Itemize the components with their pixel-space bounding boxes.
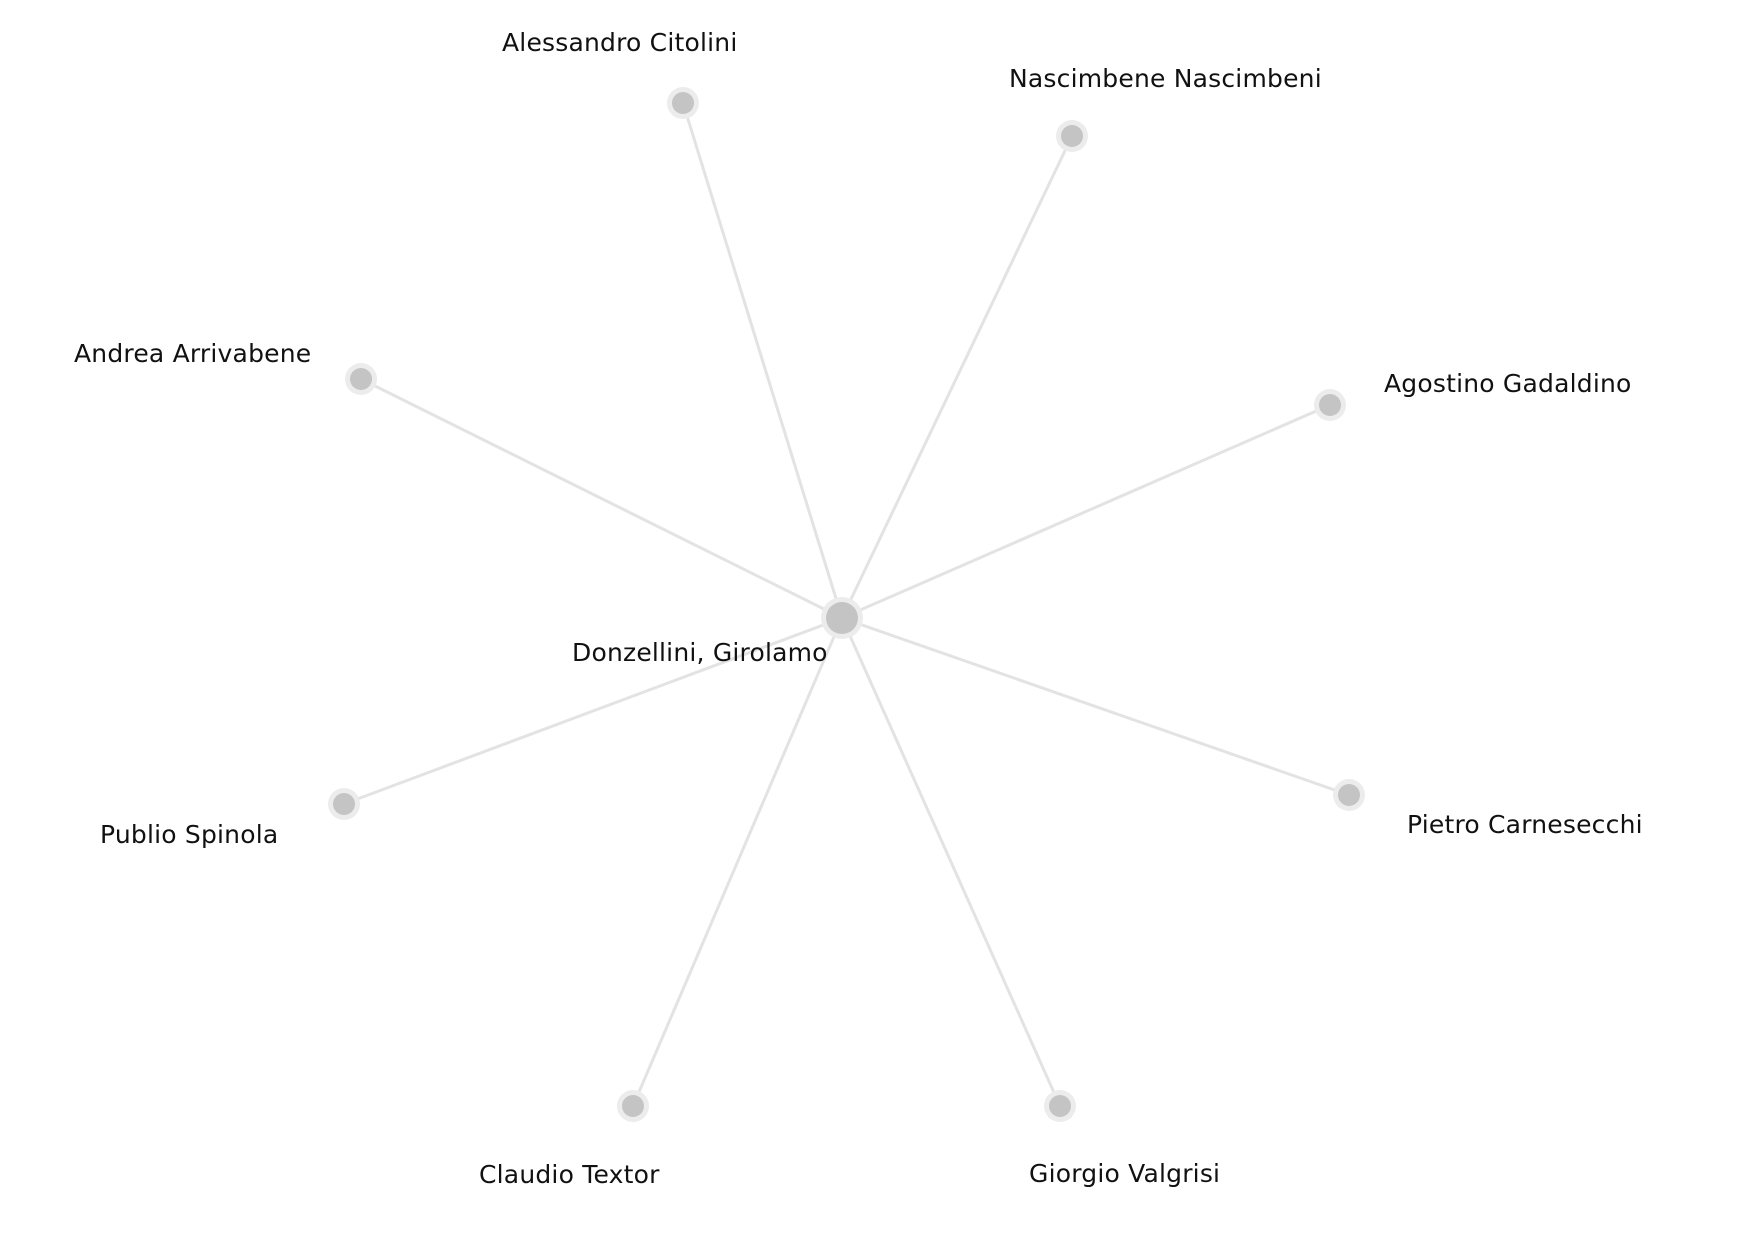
edge-donzellini-textor — [631, 617, 844, 1107]
node-dot — [622, 1095, 644, 1117]
node-dot — [333, 793, 355, 815]
edge-donzellini-gadaldino — [841, 403, 1331, 620]
edge-donzellini-citolini — [681, 102, 844, 619]
node-label-arrivabene: Andrea Arrivabene — [74, 339, 312, 368]
node-dot — [1061, 125, 1083, 147]
edge-donzellini-spinola — [343, 616, 843, 806]
node-label-valgrisi: Giorgio Valgrisi — [1029, 1159, 1221, 1188]
node-dot — [1338, 784, 1360, 806]
node-label-textor: Claudio Textor — [479, 1160, 660, 1189]
node-dot — [672, 92, 694, 114]
node-arrivabene[interactable] — [345, 363, 377, 395]
edge-donzellini-arrivabene — [360, 377, 843, 620]
edges-layer — [343, 102, 1350, 1107]
center-node-label: Donzellini, Girolamo — [572, 638, 828, 667]
node-label-spinola: Publio Spinola — [100, 820, 279, 849]
node-citolini[interactable] — [667, 87, 699, 119]
node-label-gadaldino: Agostino Gadaldino — [1384, 369, 1632, 398]
node-textor[interactable] — [617, 1090, 649, 1122]
center-node[interactable] — [821, 597, 863, 639]
node-label-citolini: Alessandro Citolini — [502, 28, 738, 57]
node-dot — [1049, 1095, 1071, 1117]
node-gadaldino[interactable] — [1314, 389, 1346, 421]
node-valgrisi[interactable] — [1044, 1090, 1076, 1122]
nodes-layer — [328, 87, 1365, 1122]
node-nascimbeni[interactable] — [1056, 120, 1088, 152]
node-carnesecchi[interactable] — [1333, 779, 1365, 811]
node-spinola[interactable] — [328, 788, 360, 820]
node-dot — [350, 368, 372, 390]
node-label-nascimbeni: Nascimbene Nascimbeni — [1009, 64, 1322, 93]
edge-donzellini-valgrisi — [840, 617, 1062, 1107]
node-dot — [1319, 394, 1341, 416]
node-dot — [826, 602, 858, 634]
node-label-carnesecchi: Pietro Carnesecchi — [1407, 810, 1643, 839]
edge-donzellini-nascimbeni — [840, 135, 1074, 619]
edge-donzellini-carnesecchi — [841, 616, 1350, 797]
